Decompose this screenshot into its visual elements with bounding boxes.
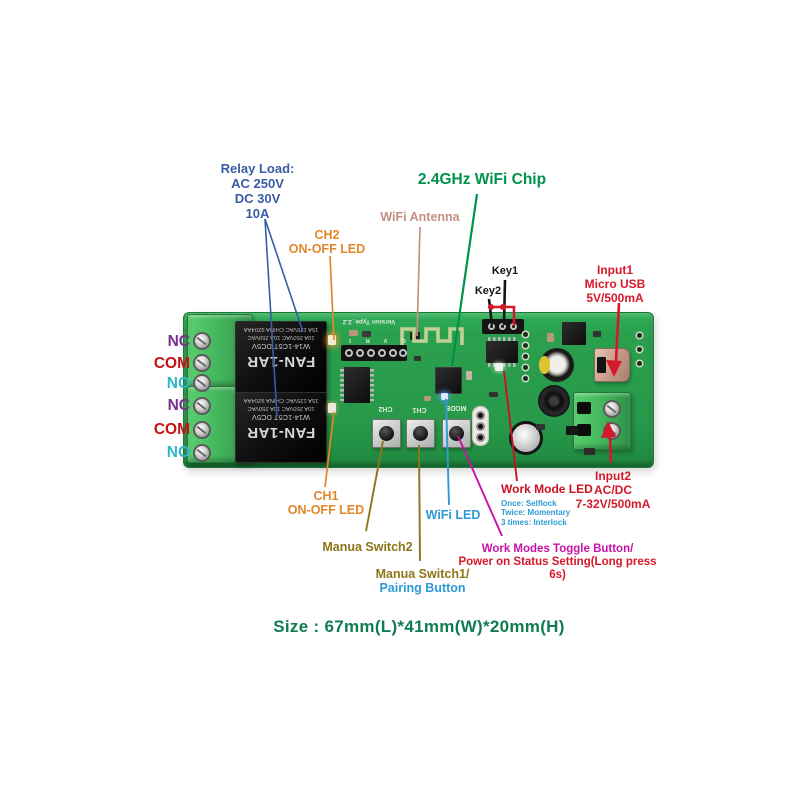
- work-mode-led-sub1: Once: Selflock: [501, 498, 557, 508]
- relay-2-markings: FAN-1AR W14-1C5T DC5V 10A 250VAC 10A 250…: [243, 397, 319, 441]
- terminal-wire-hole: [577, 402, 591, 414]
- via-hole: [523, 354, 528, 359]
- power-terminal-screw: [603, 400, 621, 418]
- wifi-antenna-label: WiFi Antenna: [380, 210, 460, 224]
- smd-component: [362, 331, 371, 337]
- key1-label: Key1: [491, 265, 519, 277]
- power-ic: [486, 337, 518, 367]
- input1-label: Input1 Micro USB 5V/500mA: [584, 263, 646, 305]
- relay-load-label: Relay Load: AC 250V DC 30V 10A: [220, 161, 295, 221]
- relay-1: FAN-1AR W14-1C5T DC5V 10A 250VAC 10A 250…: [235, 321, 327, 393]
- power-terminal-block: [573, 392, 631, 450]
- terminal-screw: [193, 354, 211, 372]
- ch1-onoff-led: [328, 403, 336, 413]
- silkscreen-ch2: CH2: [378, 405, 393, 412]
- work-mode-led-title: Work Mode LED: [501, 482, 593, 496]
- button-cap: [379, 426, 394, 441]
- smd-component: [584, 448, 595, 455]
- yellow-mark: [539, 356, 550, 374]
- work-mode-led: [495, 363, 503, 371]
- work-mode-led-label: Work Mode LED Once: Selflock Twice: Mome…: [501, 482, 641, 527]
- terminal-screw: [193, 421, 211, 439]
- smd-component: [536, 424, 545, 430]
- work-modes-toggle-line1: Work Modes Toggle Button/: [481, 543, 634, 555]
- terminal-screw: [193, 397, 211, 415]
- pin-header-6: [341, 345, 407, 361]
- terminal-label-no2: NO: [166, 444, 190, 461]
- button-mode: [442, 419, 471, 448]
- via-hole: [523, 332, 528, 337]
- size-label: Size : 67mm(L)*41mm(W)*20mm(H): [273, 617, 565, 636]
- smd-component: [424, 396, 431, 401]
- button-ch2: [372, 419, 401, 448]
- wifi-chip: [435, 367, 462, 394]
- key2-label: Key2: [474, 285, 502, 297]
- pairing-button-line2: Pairing Button: [379, 581, 466, 596]
- voltage-regulator: [562, 322, 586, 345]
- ch2-onoff-led: [328, 335, 336, 345]
- smd-component: [489, 392, 498, 397]
- wifi-status-led: [441, 393, 448, 400]
- smd-component: [414, 356, 421, 361]
- terminal-screw: [193, 374, 211, 392]
- usb-opening: [597, 357, 606, 373]
- smd-component: [349, 330, 358, 336]
- ch1-led-label: CH1 ON-OFF LED: [287, 489, 365, 518]
- terminal-label-no1: NO: [166, 375, 190, 392]
- button-cap: [413, 426, 428, 441]
- via-hole: [523, 376, 528, 381]
- smd-component: [593, 331, 601, 337]
- driver-ic: [340, 367, 374, 403]
- terminal-screw: [193, 332, 211, 350]
- manua-switch1-line1: Manua Switch1/: [375, 567, 470, 581]
- terminal-label-nc2: NC: [167, 397, 190, 414]
- smd-component: [566, 426, 578, 435]
- via-hole: [637, 361, 642, 366]
- via-hole: [523, 365, 528, 370]
- key-jumper-dot: [488, 304, 494, 310]
- terminal-label-com1: COM: [153, 355, 190, 372]
- button-cap: [449, 426, 464, 441]
- silkscreen-ch1: CH1: [412, 406, 427, 413]
- wifi-led-label: WiFi LED: [425, 508, 481, 522]
- mount-hole-strip: [472, 406, 489, 446]
- terminal-label-nc1: NC: [167, 333, 190, 350]
- micro-usb-port: [594, 348, 630, 382]
- via-hole: [637, 347, 642, 352]
- silkscreen-header-pins: G V R T: [342, 337, 406, 343]
- smd-component: [466, 371, 472, 380]
- key-pin-header: [482, 319, 524, 334]
- ch2-led-label: CH2 ON-OFF LED: [288, 228, 366, 257]
- work-mode-led-sub3: 3 times: Interlock: [501, 517, 567, 527]
- silkscreen-mode: MODE: [445, 404, 467, 411]
- button-ch1: [406, 419, 435, 448]
- power-terminal-screw: [603, 422, 621, 440]
- key-jumper-dot: [500, 304, 506, 310]
- terminal-screw: [193, 444, 211, 462]
- terminal-wire-hole: [577, 424, 591, 436]
- manua-switch2-label: Manua Switch2: [322, 540, 413, 554]
- work-mode-led-sub2: Twice: Momentary: [501, 508, 571, 518]
- via-hole: [523, 343, 528, 348]
- wifi-chip-label: 2.4GHz WiFi Chip: [417, 171, 547, 188]
- manua-switch1-label: Manua Switch1/ Pairing Button: [350, 567, 495, 596]
- smd-component: [547, 333, 554, 342]
- relay-2: FAN-1AR W14-1C5T DC5V 10A 250VAC 10A 250…: [235, 392, 327, 463]
- work-modes-toggle-label: Work Modes Toggle Button/ Power on Statu…: [455, 543, 660, 583]
- input2-label: Input2 AC/DC 7-32V/500mA: [575, 469, 651, 511]
- via-hole: [637, 333, 642, 338]
- work-modes-toggle-line2: Power on Status Setting(Long press 6s): [458, 556, 657, 582]
- relay-1-markings: FAN-1AR W14-1C5T DC5V 10A 250VAC 10A 250…: [243, 326, 319, 370]
- silkscreen-version: Version Type_2.2: [342, 318, 396, 325]
- inductor-yellow-mark: [539, 348, 574, 382]
- terminal-label-com2: COM: [153, 421, 190, 438]
- smd-component: [410, 332, 420, 340]
- toroid-inductor: [538, 385, 570, 417]
